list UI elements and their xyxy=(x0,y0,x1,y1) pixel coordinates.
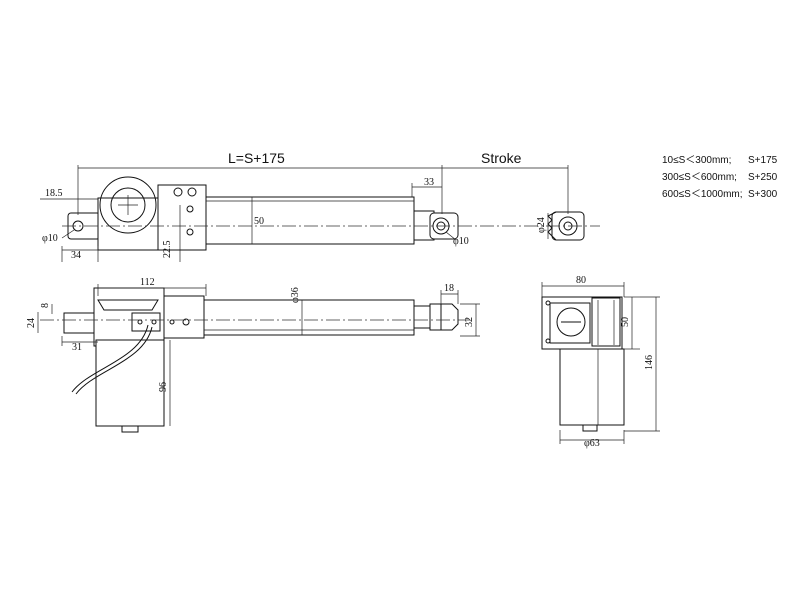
dim-phi24: φ24 xyxy=(536,217,547,233)
dim-18: 18 xyxy=(444,283,454,294)
dim-112: 112 xyxy=(140,277,155,288)
dim-50-side: 50 xyxy=(620,317,631,327)
dim-phi10-right: φ10 xyxy=(453,236,469,247)
dim-34: 34 xyxy=(71,250,81,261)
dim-phi10-left: φ10 xyxy=(42,233,58,244)
front-rod-end xyxy=(429,303,459,331)
stroke-table: 10≤S＜300mm; S+175 300≤S＜600mm; S+250 600… xyxy=(662,155,778,200)
table-value-3: S+300 xyxy=(748,189,778,200)
stroke-label: Stroke xyxy=(481,150,522,166)
dim-phi63: φ63 xyxy=(584,438,600,449)
dim-96: 96 xyxy=(158,382,169,392)
dim-phi36: φ36 xyxy=(290,287,301,303)
dim-18-5: 18.5 xyxy=(45,188,63,199)
table-range-2: 300≤S＜600mm; xyxy=(662,172,737,183)
outer-tube xyxy=(205,196,415,245)
dim-22-5: 22.5 xyxy=(162,241,173,259)
dim-24-front: 24 xyxy=(26,318,37,328)
cable xyxy=(71,324,149,393)
front-tube xyxy=(203,299,415,336)
dim-33: 33 xyxy=(424,177,434,188)
front-view: 112 8 24 31 φ36 18 32 96 xyxy=(26,277,480,433)
front-left-rod-end xyxy=(63,312,99,334)
front-block xyxy=(163,295,205,339)
front-gearbox xyxy=(93,287,165,347)
dim-50-top: 50 xyxy=(254,216,264,227)
front-motor xyxy=(95,339,165,427)
table-value-2: S+250 xyxy=(748,172,778,183)
gear-block xyxy=(157,184,207,251)
top-view: L=S+175 Stroke 18.5 33 50 22.5 φ10 34 φ2… xyxy=(40,150,600,262)
dim-146: 146 xyxy=(644,355,655,370)
dim-32: 32 xyxy=(464,317,475,327)
dim-80: 80 xyxy=(576,275,586,286)
motor-circle-outer xyxy=(99,176,157,234)
side-view: 80 50 146 φ63 xyxy=(541,275,660,449)
dim-8: 8 xyxy=(40,303,51,308)
front-rod xyxy=(413,305,433,329)
motor-circle-inner xyxy=(110,187,146,223)
table-value-1: S+175 xyxy=(748,155,778,166)
side-gearbox xyxy=(541,296,623,350)
side-motor xyxy=(559,348,625,426)
table-range-1: 10≤S＜300mm; xyxy=(662,155,731,166)
table-range-3: 600≤S＜1000mm; xyxy=(662,189,743,200)
length-label: L=S+175 xyxy=(228,150,285,166)
dim-31: 31 xyxy=(72,342,82,353)
